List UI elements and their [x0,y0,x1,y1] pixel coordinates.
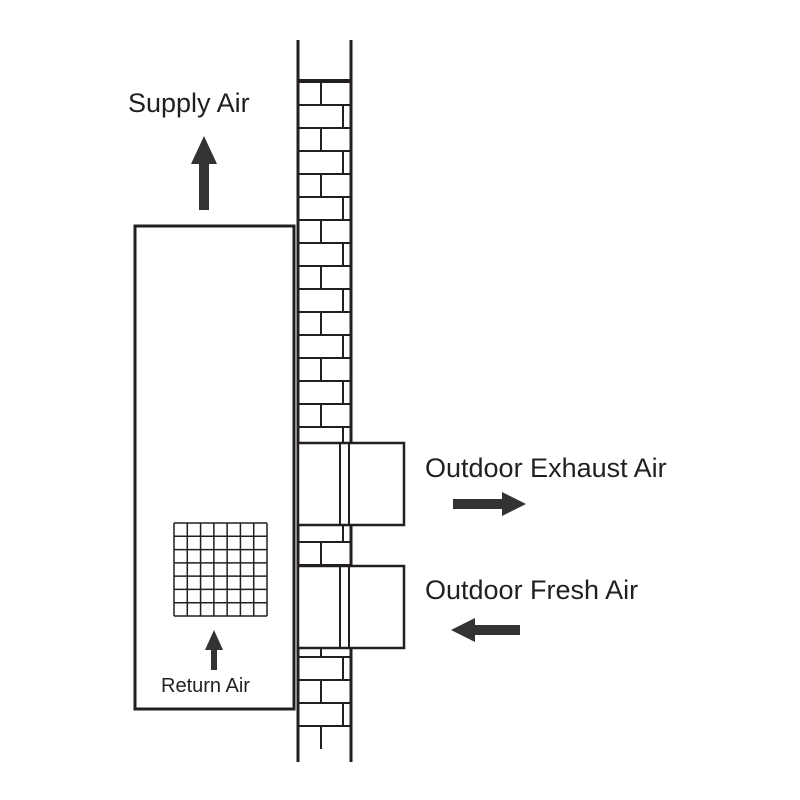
fresh-air-duct [296,564,406,650]
arrow-left-icon [451,618,520,642]
arrow-up-icon [205,630,223,670]
outdoor-exhaust-air-label: Outdoor Exhaust Air [425,453,667,483]
supply-air-label: Supply Air [128,88,250,118]
arrow-right-icon [453,492,526,516]
return-air-label: Return Air [161,675,250,697]
outdoor-fresh-air-label: Outdoor Fresh Air [425,575,639,605]
arrow-up-icon [191,136,217,210]
ventilation-unit [133,224,296,711]
exhaust-duct [296,441,406,527]
brick-wall [296,40,353,762]
grille-icon [173,522,268,617]
